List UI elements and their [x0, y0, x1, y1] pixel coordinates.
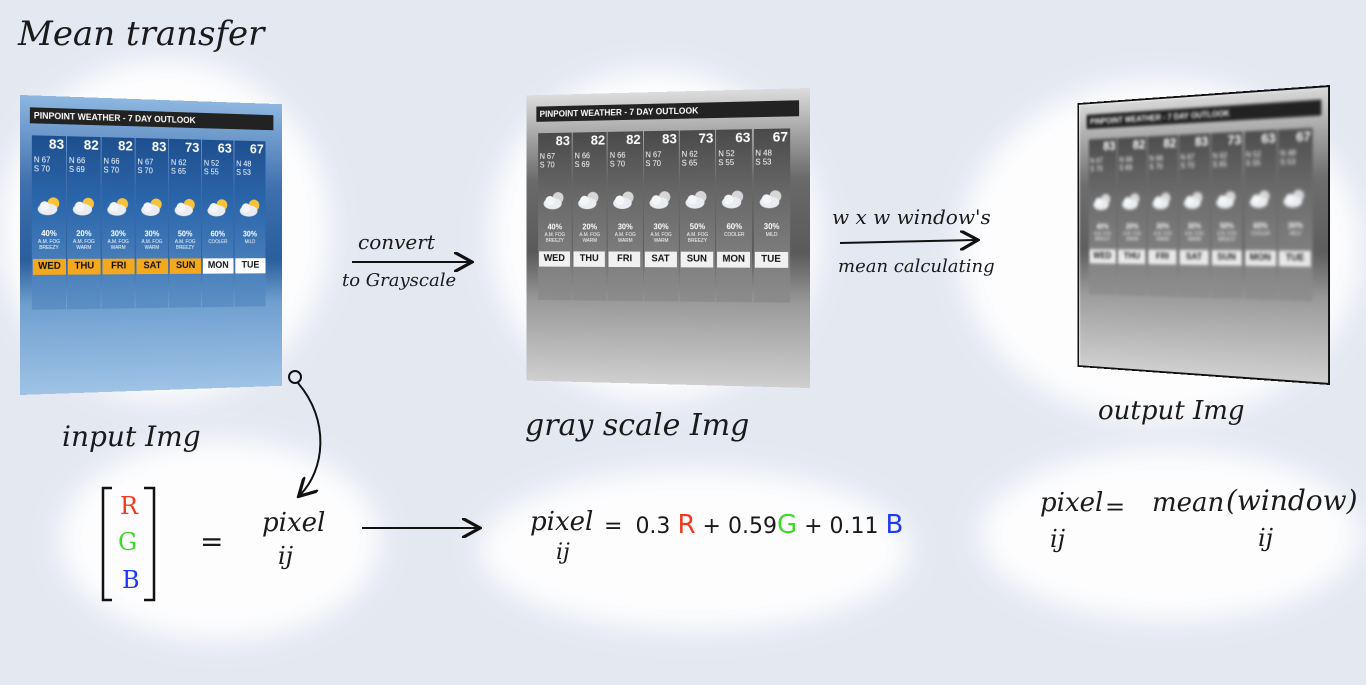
gray-label: gray scale Img — [525, 408, 750, 443]
vector-r: R — [120, 492, 139, 520]
vector-bracket-left — [101, 486, 112, 602]
cloud-icon — [107, 198, 129, 216]
pixel-label-3: pixel — [1040, 488, 1104, 518]
gray-formula: = 0.3 R + 0.59G + 0.11 B — [604, 510, 903, 540]
formula-c3: 0.11 — [829, 514, 879, 539]
formula-c1: 0.3 — [635, 514, 671, 539]
pixel-index-3: ij — [1050, 525, 1066, 553]
cloud-icon — [685, 190, 707, 209]
output-label: output Img — [1098, 396, 1245, 426]
cloud-icon — [207, 199, 228, 217]
pixel-pointer-arrow — [298, 382, 322, 495]
formula-g: G — [776, 510, 798, 540]
pixel-label-2: pixel — [530, 507, 594, 537]
cloud-icon — [141, 198, 162, 216]
pixel-label-1: pixel — [262, 508, 326, 538]
vector-bracket-right — [144, 486, 156, 602]
pixel-pointer-circle — [288, 370, 302, 384]
mean-word: mean — [1152, 488, 1225, 518]
cloud-icon — [72, 197, 94, 216]
mean-index: ij — [1258, 524, 1274, 552]
cloud-bottom-left — [60, 440, 380, 640]
vector-g: G — [118, 528, 138, 556]
formula-plus1: + — [702, 514, 721, 539]
input-label: input Img — [62, 420, 201, 453]
formula-plus2: + — [804, 514, 823, 539]
mean-window: (window) — [1226, 484, 1358, 517]
cloud-icon — [759, 190, 781, 209]
mean-equals: = — [1105, 493, 1126, 521]
vector-equals: = — [200, 525, 224, 558]
page-title: Mean transfer — [18, 14, 265, 54]
formula-equals: = — [604, 514, 623, 539]
pixel-index-1: ij — [278, 542, 294, 570]
formula-c2: 0.59 — [727, 514, 777, 539]
formula-r: R — [677, 510, 696, 540]
cloud-icon — [722, 190, 744, 209]
convert-label-line2: to Grayscale — [342, 270, 457, 291]
cloud-icon — [37, 197, 60, 216]
formula-b: B — [885, 510, 904, 540]
mean-arrow — [839, 240, 976, 243]
cloud-icon — [174, 198, 195, 217]
cloud-bottom-right — [980, 450, 1360, 620]
vector-b: B — [122, 566, 140, 594]
window-label-line1: w x w window's — [832, 205, 991, 229]
window-label-line2: mean calculating — [838, 256, 995, 277]
convert-label-line1: convert — [358, 230, 435, 254]
pixel-index-2: ij — [556, 540, 570, 565]
cloud-bottom-mid — [480, 470, 910, 630]
